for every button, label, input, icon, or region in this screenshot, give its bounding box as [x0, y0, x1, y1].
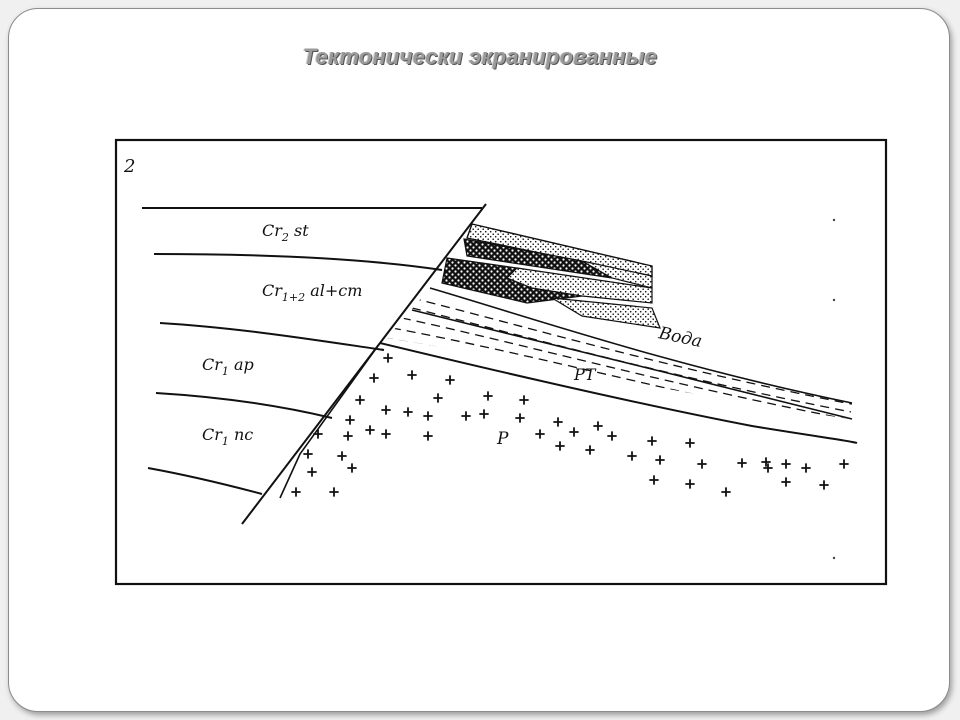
- basement-cross: [649, 475, 659, 485]
- basement-cross: [535, 429, 545, 439]
- scan-dot: [832, 298, 836, 302]
- basement-cross: [407, 370, 417, 380]
- sand-bed-lower: [505, 267, 653, 304]
- basement-cross: [381, 429, 391, 439]
- basement-cross: [761, 457, 771, 467]
- label-p: P: [496, 429, 509, 449]
- basement-cross: [303, 449, 313, 459]
- label-water: Вода: [656, 323, 704, 352]
- stratum-boundary-cr1nc-base: [147, 467, 263, 495]
- basement-cross: [801, 463, 811, 473]
- basement-cross: [345, 415, 355, 425]
- basement-cross: [819, 480, 829, 490]
- basement-crosses: [291, 353, 849, 497]
- basement-boundary: [279, 342, 381, 499]
- figure-frame: [114, 138, 888, 586]
- basement-cross: [365, 425, 375, 435]
- basement-cross: [553, 417, 563, 427]
- basement-cross: [593, 421, 603, 431]
- water-bed-top-line: [429, 287, 853, 404]
- basement-cross: [369, 373, 379, 383]
- basement-cross: [569, 427, 579, 437]
- basement-cross: [839, 459, 849, 469]
- basement-cross: [337, 451, 347, 461]
- panel-number: 2: [123, 156, 135, 177]
- basement-cross: [763, 463, 773, 473]
- basement-cross: [781, 477, 791, 487]
- basement-cross: [555, 441, 565, 451]
- basement-cross: [737, 458, 747, 468]
- basement-cross: [329, 487, 339, 497]
- label-cr1-ap: Cr1 ap: [202, 355, 254, 378]
- basement-cross: [585, 445, 595, 455]
- slide-background: [8, 8, 950, 712]
- basement-cross: [515, 413, 525, 423]
- stratum-boundary-cr2-cr12: [153, 253, 443, 271]
- basement-cross: [721, 487, 731, 497]
- basement-cross: [423, 411, 433, 421]
- basement-cross: [291, 487, 301, 497]
- basement-cross: [655, 455, 665, 465]
- basement-cross: [685, 479, 695, 489]
- slide-title: Тектонически экранированные: [302, 44, 658, 69]
- label-cr1-nc: Cr1 nc: [202, 425, 253, 448]
- basement-cross: [479, 409, 489, 419]
- basement-cross: [403, 407, 413, 417]
- basement-cross: [423, 431, 433, 441]
- basement-cross: [313, 429, 323, 439]
- scan-dot: [832, 218, 836, 222]
- basement-cross: [445, 375, 455, 385]
- pt-unconformity-line: [379, 342, 858, 444]
- basement-cross: [607, 431, 617, 441]
- basement-cross: [685, 438, 695, 448]
- basement-cross: [483, 391, 493, 401]
- geologic-section-figure: 2 Cr2 st Cr1+2 al+cm Cr1 ap Cr1 nc: [112, 138, 892, 588]
- basement-cross: [383, 353, 393, 363]
- basement-cross: [461, 411, 471, 421]
- basement-cross: [355, 395, 365, 405]
- water-bed-base-line: [411, 309, 853, 420]
- basement-cross: [781, 459, 791, 469]
- basement-cross: [381, 405, 391, 415]
- basement-cross: [307, 467, 317, 477]
- basement-cross: [347, 463, 357, 473]
- label-cr2-st: Cr2 st: [262, 221, 309, 244]
- basement-cross: [697, 459, 707, 469]
- basement-cross: [627, 451, 637, 461]
- basement-cross: [433, 393, 443, 403]
- basement-cross: [647, 436, 657, 446]
- label-cr12-alcm: Cr1+2 al+cm: [262, 281, 362, 304]
- scan-dot: [832, 556, 836, 560]
- basement-cross: [519, 395, 529, 405]
- basement-cross: [343, 431, 353, 441]
- water-sand-bed: [551, 297, 661, 329]
- stratum-boundary-cr12-cr1ap: [159, 322, 385, 351]
- stratum-boundary-cr1ap-cr1nc: [155, 392, 333, 419]
- label-pt: PT: [573, 365, 597, 384]
